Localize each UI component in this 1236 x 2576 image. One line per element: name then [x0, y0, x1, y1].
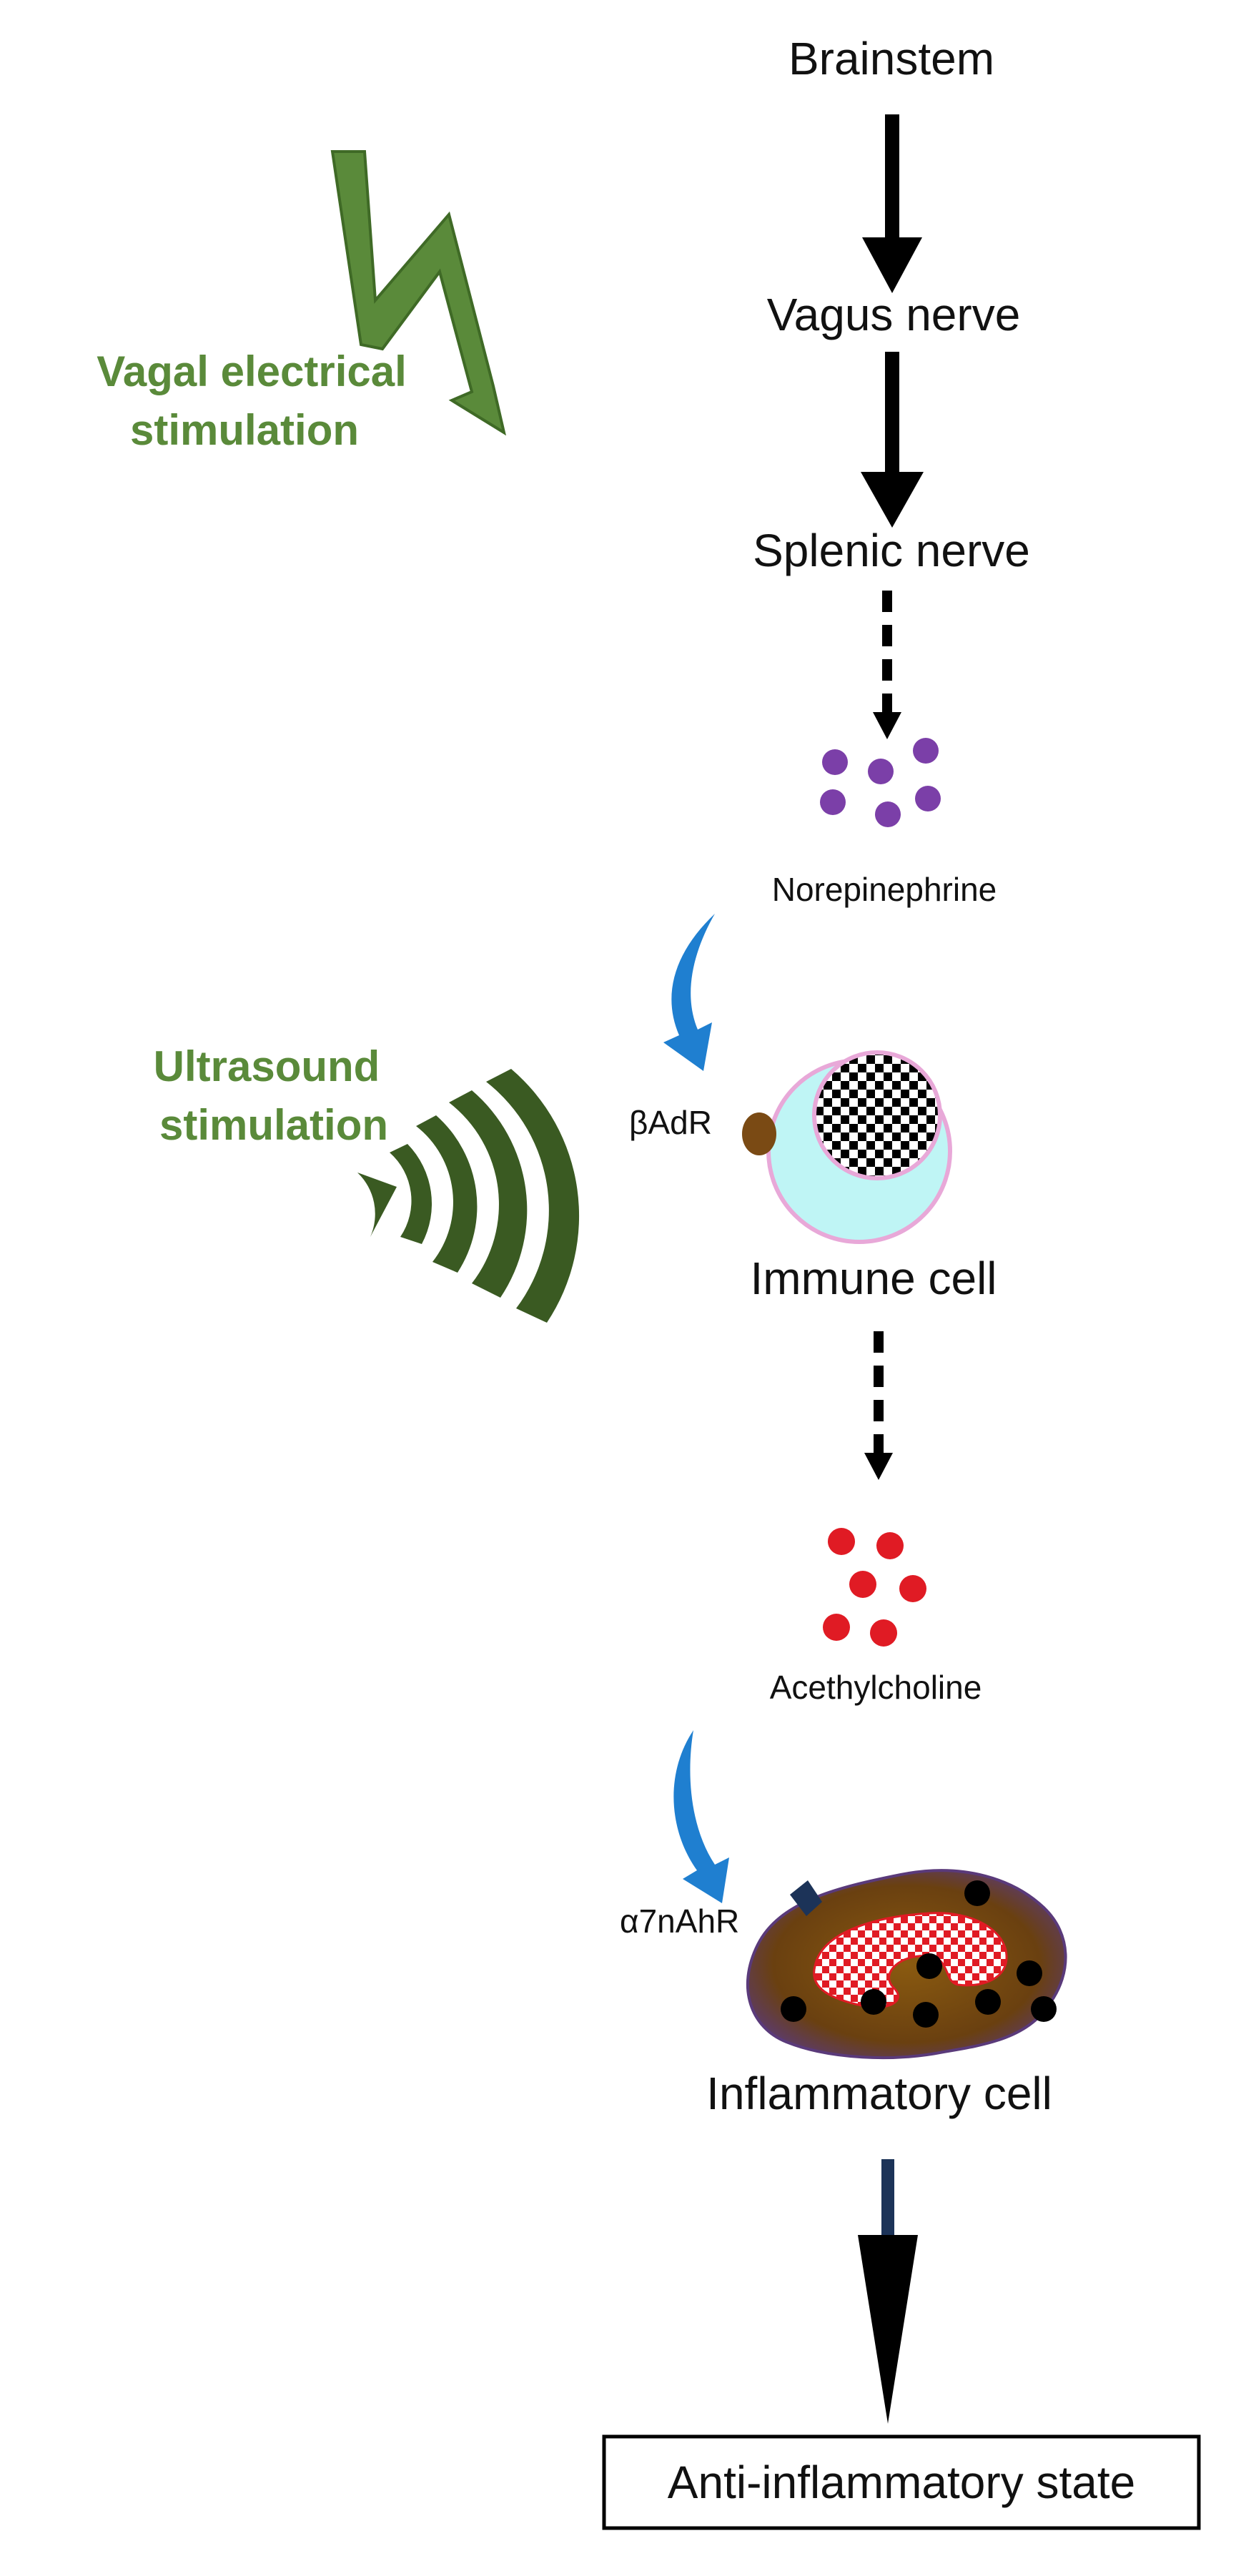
inflammatory-cell-label: Inflammatory cell	[706, 2068, 1052, 2119]
beta-adrenergic-receptor	[742, 1112, 776, 1155]
inflammatory-cell	[746, 1869, 1067, 2060]
norepinephrine-label: Norepinephrine	[772, 871, 997, 908]
alpha7-receptor-label: α7nAhR	[620, 1903, 739, 1940]
splenic-nerve-label: Splenic nerve	[753, 525, 1030, 576]
ultrasound-stimulation-label-line2: stimulation	[159, 1101, 388, 1149]
vagal-stimulation-label-line2: stimulation	[130, 406, 359, 454]
beta-receptor-label: βAdR	[629, 1104, 712, 1141]
arrow-brainstem-to-vagus	[862, 114, 922, 293]
vagus-nerve-label: Vagus nerve	[767, 289, 1021, 340]
alpha7-nicotinic-receptor	[790, 1880, 822, 1916]
sound-wave-icon	[357, 1069, 580, 1323]
vagal-stimulation-label-line1: Vagal electrical	[97, 347, 407, 395]
norepinephrine-molecules	[820, 738, 941, 827]
anti-inflammatory-state-box: Anti-inflammatory state	[602, 2434, 1201, 2530]
brainstem-label: Brainstem	[788, 33, 994, 84]
ultrasound-stimulation-label-line1: Ultrasound	[154, 1042, 380, 1090]
blue-arrow-norepinephrine-to-receptor	[663, 914, 715, 1071]
arrow-vagus-to-splenic	[861, 352, 924, 528]
anti-inflammatory-state-label: Anti-inflammatory state	[668, 2457, 1135, 2508]
acetylcholine-molecules	[823, 1528, 926, 1647]
blue-arrow-acetylcholine-to-receptor	[673, 1730, 729, 1903]
lightning-bolt-icon	[330, 150, 507, 436]
dashed-arrow-immune-to-acetylcholine	[864, 1331, 893, 1480]
dashed-arrow-splenic-to-norepinephrine	[873, 591, 901, 739]
arrow-inflammatory-to-anti-inflammatory	[858, 2159, 918, 2424]
immune-cell-label: Immune cell	[751, 1253, 997, 1304]
immune-cell	[766, 1050, 952, 1244]
acetylcholine-label: Acethylcholine	[770, 1669, 982, 1706]
